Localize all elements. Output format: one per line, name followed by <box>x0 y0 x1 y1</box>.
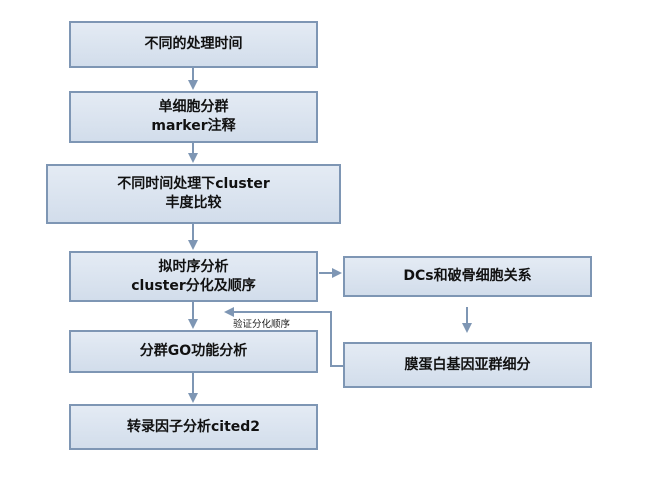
node-step6-text: 转录因子分析cited2 <box>126 418 261 435</box>
node-step4-line1: 拟时序分析 <box>158 258 229 275</box>
node-step3-line1: 不同时间处理下cluster <box>117 176 270 192</box>
node-step6: 转录因子分析cited2 <box>69 404 318 450</box>
node-step4: 拟时序分析 cluster分化及顺序 <box>69 251 318 302</box>
node-step2-line2: marker注释 <box>151 118 236 134</box>
node-step1: 不同的处理时间 <box>69 21 318 68</box>
arrow-side2-to-step4 <box>224 307 344 367</box>
node-step3-line2: 丰度比较 <box>165 195 222 211</box>
node-side2-text: 膜蛋白基因亚群细分 <box>404 356 531 373</box>
node-step4-line2: cluster分化及顺序 <box>131 277 256 294</box>
node-step5-text: 分群GO功能分析 <box>139 343 248 359</box>
node-step1-text: 不同的处理时间 <box>144 36 243 52</box>
node-side1-text: DCs和破骨细胞关系 <box>403 268 532 284</box>
edge-label-verify: 验证分化顺序 <box>233 319 291 330</box>
node-step2-line1: 单细胞分群 <box>158 99 229 115</box>
node-side1: DCs和破骨细胞关系 <box>343 256 592 297</box>
node-step3: 不同时间处理下cluster 丰度比较 <box>46 164 341 224</box>
node-step5: 分群GO功能分析 <box>69 330 318 373</box>
node-side2: 膜蛋白基因亚群细分 <box>343 342 592 388</box>
node-step2: 单细胞分群 marker注释 <box>69 91 318 143</box>
